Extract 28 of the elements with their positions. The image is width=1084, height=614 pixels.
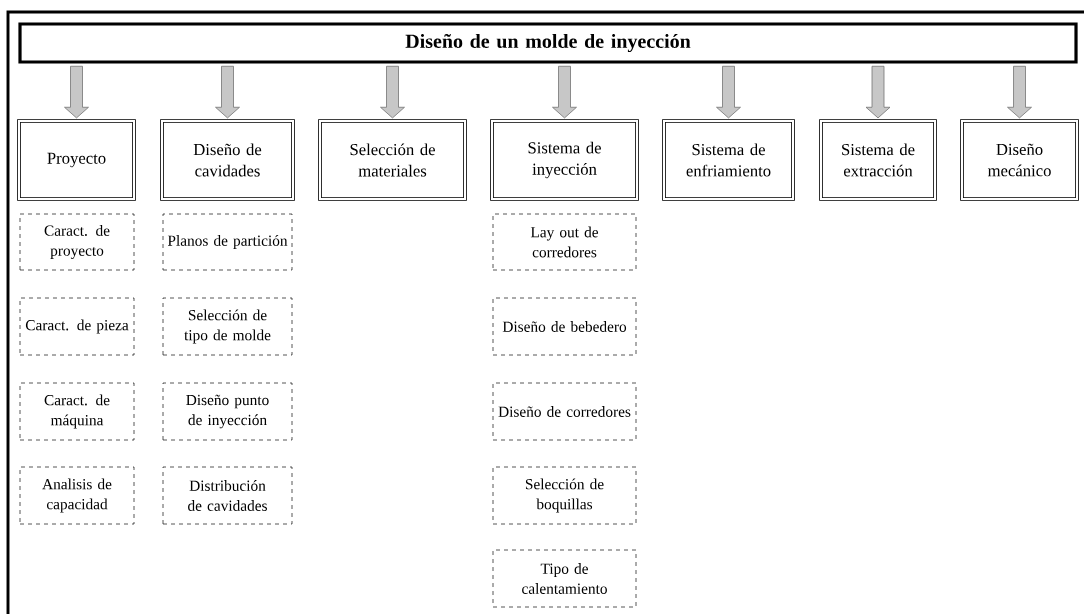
task-box: Distribución de cavidades <box>162 466 293 525</box>
heading-box: Selección de materiales <box>318 119 467 201</box>
task-box: Diseño de bebedero <box>492 297 637 356</box>
heading-box: Sistema de extracción <box>819 119 937 201</box>
block-arrow <box>716 65 741 119</box>
task-box: Lay out de corredores <box>492 213 637 271</box>
task-box: Caract. de máquina <box>19 382 135 441</box>
block-arrow <box>215 65 240 119</box>
heading-box: Sistema de inyección <box>490 119 639 201</box>
heading-box: Diseño de cavidades <box>160 119 295 201</box>
task-box: Caract. de proyecto <box>19 213 135 271</box>
heading-box: Proyecto <box>17 119 136 201</box>
block-arrow <box>865 65 891 119</box>
task-box: Selección de boquillas <box>492 466 637 525</box>
block-arrow <box>552 65 577 119</box>
block-arrow <box>380 65 405 119</box>
task-box: Analisis de capacidad <box>19 466 135 525</box>
title-box: Diseño de un molde de inyección <box>18 22 1078 64</box>
task-box: Diseño punto de inyección <box>162 382 293 441</box>
task-box: Planos de partición <box>162 213 293 271</box>
task-box: Selección de tipo de molde <box>162 297 293 356</box>
block-arrow <box>64 65 89 119</box>
task-box: Caract. de pieza <box>19 297 135 356</box>
task-box: Tipo de calentamiento <box>492 549 637 608</box>
task-box: Diseño de corredores <box>492 382 637 441</box>
heading-box: Sistema de enfriamiento <box>662 119 795 201</box>
block-arrow <box>1007 65 1032 119</box>
heading-box: Diseño mecánico <box>960 119 1079 201</box>
